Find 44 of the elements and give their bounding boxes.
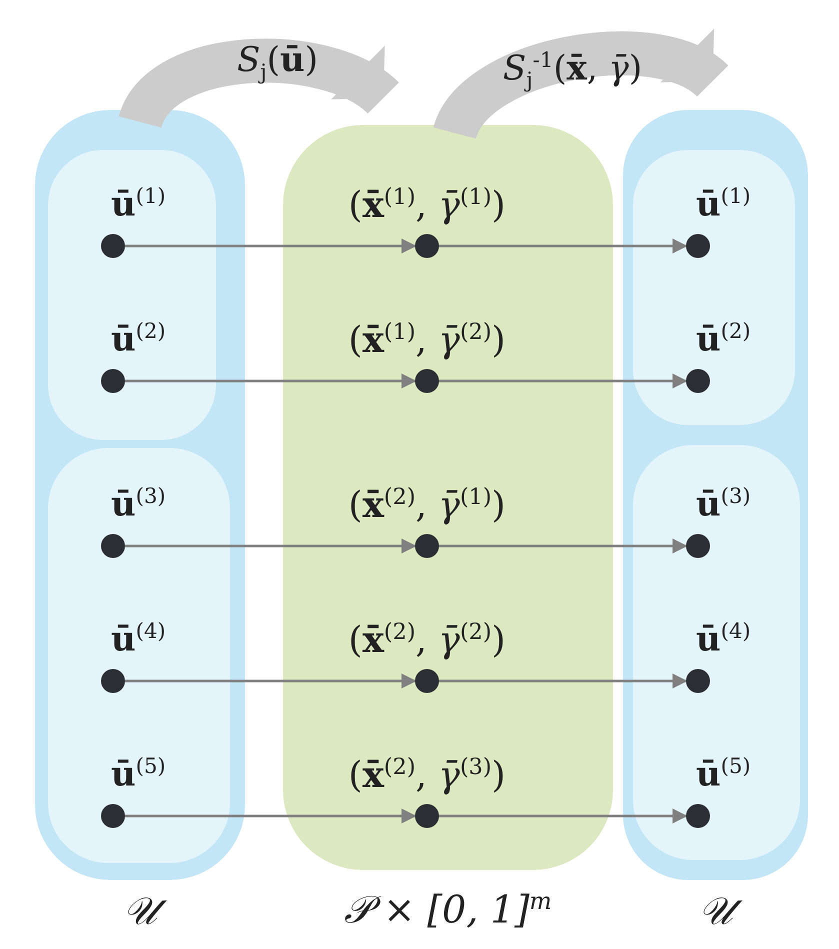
point-label: (x̄$^{(2)}$, γ̄$^{(1)}$)	[347, 483, 507, 528]
set-label: 𝒰	[35, 888, 245, 934]
point-dot	[686, 804, 710, 828]
point-label: (x̄$^{(1)}$, γ̄$^{(1)}$)	[347, 183, 507, 228]
point-dot	[101, 369, 125, 393]
region-blob	[633, 150, 795, 425]
point-label: ū$^{(4)}$	[696, 617, 751, 660]
arrow	[439, 374, 688, 388]
point-label: (x̄$^{(2)}$, γ̄$^{(3)}$)	[347, 753, 507, 798]
arrow	[439, 538, 688, 554]
set-label: 𝒫 × [0, 1]$^{m}$	[343, 886, 553, 933]
point-label: ū$^{(4)}$	[111, 617, 166, 660]
point-label: ū$^{(2)}$	[111, 317, 166, 360]
point-label: ū$^{(2)}$	[696, 317, 751, 360]
point-label: (x̄$^{(2)}$, γ̄$^{(2)}$)	[347, 618, 507, 663]
region-blob	[48, 448, 230, 863]
point-dot	[101, 534, 125, 558]
arrow	[125, 538, 416, 554]
point-label: ū$^{(1)}$	[111, 182, 166, 224]
point-dot	[101, 234, 125, 258]
point-dot	[686, 369, 710, 393]
point-dot	[686, 234, 710, 258]
region-blob	[633, 445, 800, 860]
arrow	[125, 238, 416, 254]
arrow	[125, 674, 416, 688]
point-label: ū$^{(3)}$	[696, 482, 751, 524]
point-dot	[686, 669, 710, 693]
arrow	[439, 674, 688, 688]
edge-label: S$_{j}$(ū)	[236, 40, 320, 86]
point-label: ū$^{(1)}$	[696, 182, 751, 224]
point-dot	[101, 669, 125, 693]
arrow	[125, 808, 416, 824]
point-label: ū$^{(5)}$	[111, 752, 166, 794]
edge-label: S$_{j}$$^{-1}$(x̄, γ̄)	[502, 46, 644, 94]
point-dot	[101, 804, 125, 828]
arrow	[125, 374, 416, 388]
point-dot	[686, 534, 710, 558]
point-label: (x̄$^{(1)}$, γ̄$^{(2)}$)	[347, 318, 507, 363]
region-blob	[48, 150, 216, 440]
set-label: 𝒰	[623, 888, 808, 934]
point-label: ū$^{(5)}$	[696, 752, 751, 794]
arrow	[439, 808, 688, 824]
point-label: ū$^{(3)}$	[111, 482, 166, 524]
arrow	[439, 238, 688, 254]
